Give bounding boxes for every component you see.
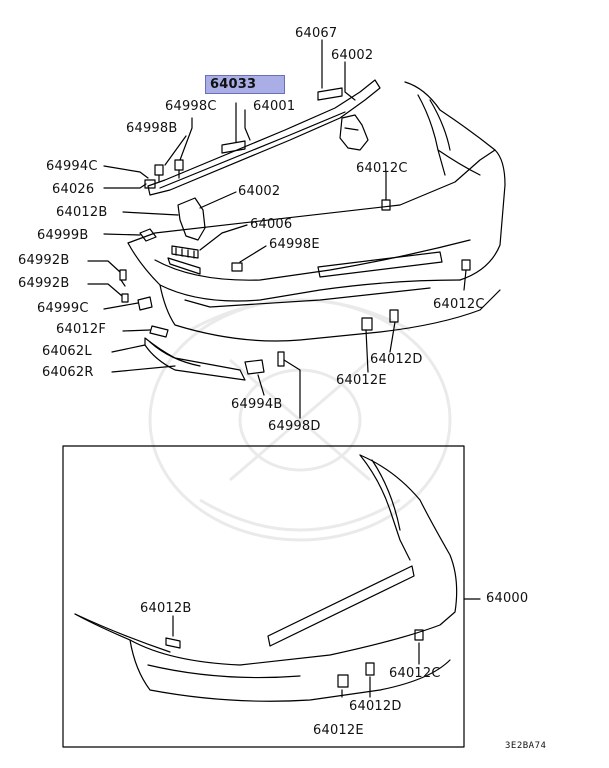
label-64012C-top: 64012C xyxy=(356,161,408,176)
label-64012E: 64012E xyxy=(336,373,387,388)
label-64992B-1: 64992B xyxy=(18,253,70,268)
label-64994B: 64994B xyxy=(231,397,283,412)
bumper-upper-edge xyxy=(127,149,496,244)
label-64001: 64001 xyxy=(253,99,296,114)
label-64999C: 64999C xyxy=(37,301,89,316)
label-64992B-2: 64992B xyxy=(18,276,70,291)
label-64012C-assembled: 64012C xyxy=(389,666,441,681)
label-64012B-assembled: 64012B xyxy=(140,601,192,616)
bumper-right-corner xyxy=(404,81,506,281)
assembled-bumper xyxy=(74,454,458,666)
label-64999B: 64999B xyxy=(37,228,89,243)
label-64012B: 64012B xyxy=(56,205,108,220)
diagram-code: 3E2BA74 xyxy=(505,741,547,751)
assembled-view-frame xyxy=(62,445,465,748)
label-64998E: 64998E xyxy=(269,237,320,252)
reinforcement-64001 xyxy=(147,79,381,196)
label-64012E-assembled: 64012E xyxy=(313,723,364,738)
watermark-emblem xyxy=(148,298,452,542)
bracket-64002-right xyxy=(339,114,369,151)
label-64012D-assembled: 64012D xyxy=(349,699,402,714)
label-64998C: 64998C xyxy=(165,99,217,114)
label-64994C: 64994C xyxy=(46,159,98,174)
label-64012D: 64012D xyxy=(370,352,423,367)
label-64002-top: 64002 xyxy=(331,48,374,63)
label-64062L: 64062L xyxy=(42,344,92,359)
label-64062R: 64062R xyxy=(42,365,94,380)
part-64067 xyxy=(317,87,343,101)
label-64012F: 64012F xyxy=(56,322,107,337)
label-64033-highlighted[interactable]: 64033 xyxy=(205,75,285,94)
bumper-face xyxy=(127,242,461,302)
label-64998D: 64998D xyxy=(268,419,321,434)
label-64000: 64000 xyxy=(486,591,529,606)
bracket-64002-left xyxy=(177,197,206,241)
label-64067: 64067 xyxy=(295,26,338,41)
label-64012C-right: 64012C xyxy=(433,297,485,312)
label-64006: 64006 xyxy=(250,217,293,232)
part-64033 xyxy=(221,140,246,154)
label-64002-mid: 64002 xyxy=(238,184,281,199)
label-64026: 64026 xyxy=(52,182,95,197)
label-64998B: 64998B xyxy=(126,121,178,136)
